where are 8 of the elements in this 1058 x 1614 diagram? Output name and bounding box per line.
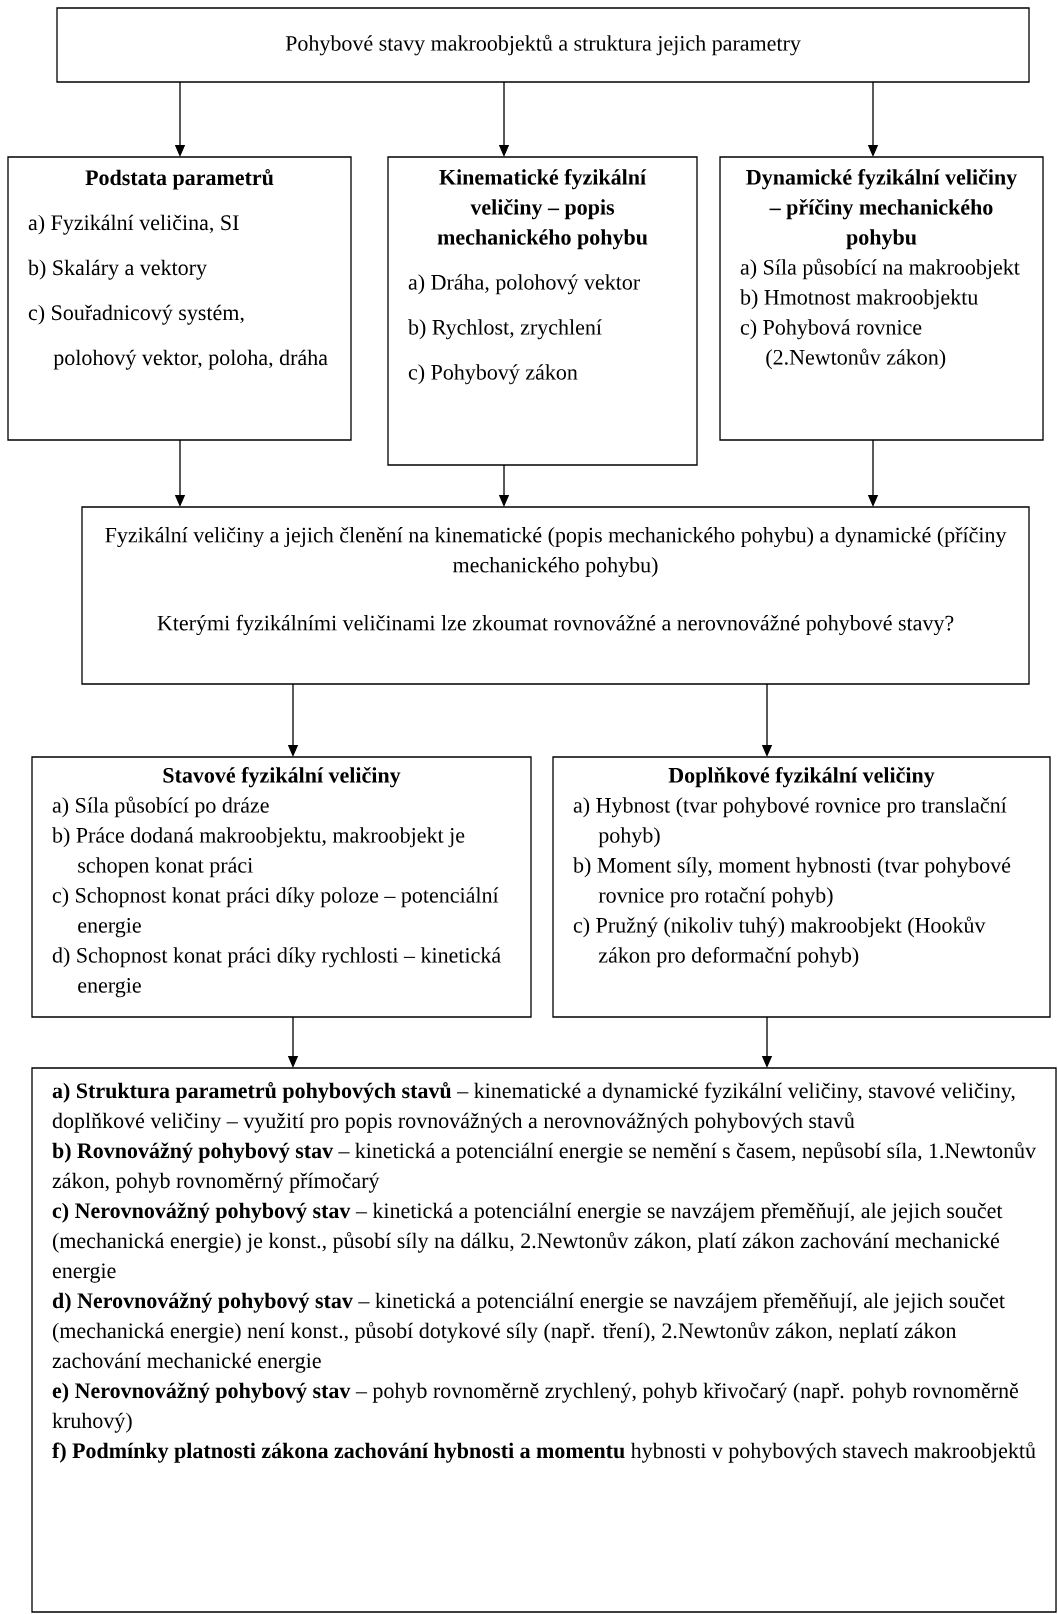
summary-box: a) Struktura parametrů pohybových stavů – kinematické a dynamické fyzikální veličiny, stavové veličiny, doplňkové veličiny – využití pro popis rovnovážných a nerovnovážných pohybových stavů b) Rovnovážný pohybový stav – kinetická a potenciální energie se nemění s časem, nepůsobí síla, 1.Newtonův zákon, pohyb rovnoměrný přímočarý c) Nerovnovážný pohybový stav – kinetická a potenciální energie se navzájem přeměňují, ale jejich součet (mechanická energie) je konst., působí síly na dálku, 2.Newtonův zákon, platí zákon zachování mechanické energie d) Nerovnovážný pohybový stav – kinetická a potenciální energie se navzájem přeměňují, ale jejich součet (mechanická energie) není konst., působí dotykové síly (např. tření), 2.Newtonův zákon, neplatí zákon zachování mechanické energie e) Nerovnovážný pohybový stav – pohyb rovnoměrně zrychlený, pohyb křivočarý (např. pohyb rovnoměrně kruhový) f) Podmínky platnosti zákona zachování hybnosti a momentu hybnosti v pohybových stavech makroobjektů: [31, 1067, 1057, 1613]
text-box: Stavové fyzikální veličiny a) Síla působící po dráze b) Práce dodaná makroobjektu, makroobjekt je schopen konat práci c) Schopnost konat práci díky poloze – potenciální energie d) Schopnost konat práci díky rychlosti – kinetická energie: [31, 756, 532, 1018]
text-box: Kinematické fyzikální veličiny – popis mechanického pohybu a) Dráha, polohový vektor b) Rychlost, zrychlení c) Pohybový zákon: [387, 156, 698, 466]
text-box: Doplňkové fyzikální veličiny a) Hybnost (tvar pohybové rovnice pro translační pohyb) b) Moment síly, moment hybnosti (tvar pohybové rovnice pro rotační pohyb) c) Pružný (nikoliv tuhý) makroobjekt (Hookův zákon pro deformační pohyb): [552, 756, 1051, 1018]
text-box: Fyzikální veličiny a jejich členění na kinematické (popis mechanického pohybu) a dynamické (příčiny mechanického pohybu) Kterými fyzikálními veličinami lze zkoumat rovnovážné a nerovnovážné pohybové stavy?: [81, 506, 1030, 685]
text-box: Dynamické fyzikální veličiny – příčiny mechanického pohybu a) Síla působící na makroobjekt b) Hmotnost makroobjektu c) Pohybová rovnice (2.Newtonův zákon): [719, 156, 1044, 441]
text-box: Podstata parametrů a) Fyzikální veličina, SI b) Skaláry a vektory c) Souřadnicový systém, polohový vektor, poloha, dráha: [7, 156, 352, 441]
title-box: Pohybové stavy makroobjektů a struktura jejich parametry: [56, 7, 1030, 83]
